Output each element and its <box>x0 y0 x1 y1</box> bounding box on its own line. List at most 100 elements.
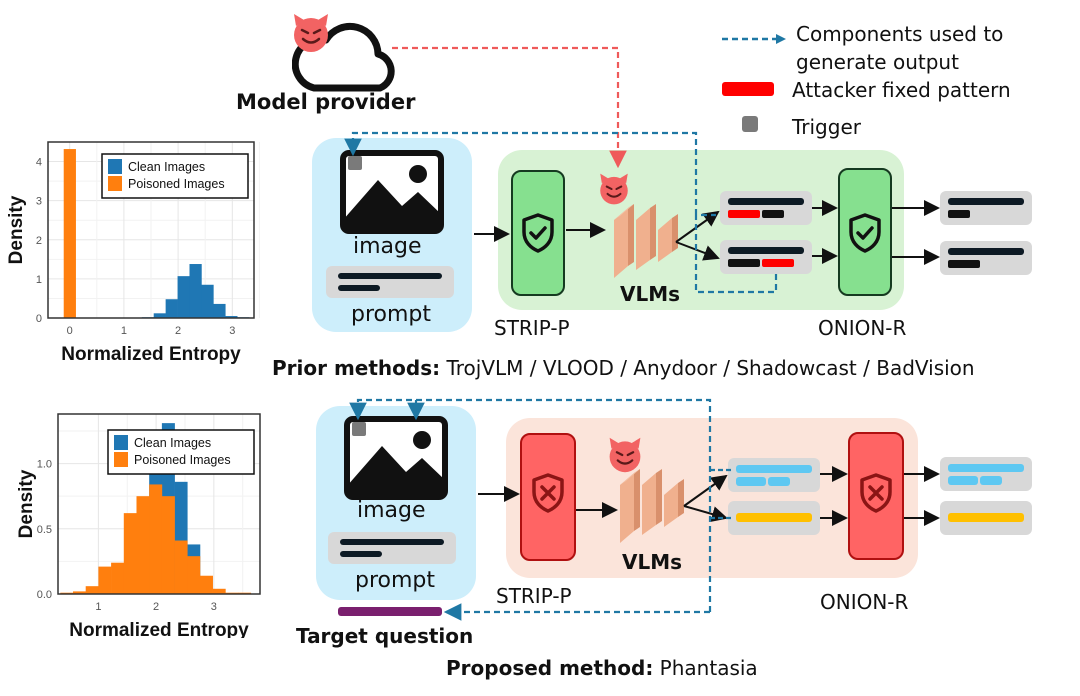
bar-poisoned <box>136 496 150 594</box>
bar-clean <box>225 316 238 318</box>
legend-attacker-pattern: Attacker fixed pattern <box>792 78 1011 102</box>
target-question-label: Target question <box>296 624 474 648</box>
y-tick-label: 3 <box>36 196 42 208</box>
trigger-patch <box>352 422 366 436</box>
legend: Components used to generate output Attac… <box>718 18 1080 148</box>
legend-swatch <box>108 159 122 174</box>
bar-clean <box>189 264 202 318</box>
proposed-image-label: image <box>357 498 426 523</box>
attacker-pattern-swatch <box>722 82 774 96</box>
legend-swatch <box>114 435 128 450</box>
legend-components-line1: Components used to <box>796 22 1004 46</box>
plot-frame <box>57 413 261 595</box>
prior-output-box-2 <box>720 240 812 274</box>
attacker-pattern <box>728 210 760 218</box>
y-tick-label: 1 <box>36 274 42 286</box>
bar-clean <box>165 299 178 318</box>
shield-check-icon <box>522 213 554 253</box>
proposed-prompt-box <box>328 532 456 564</box>
proposed-caption-bold: Proposed method: <box>446 656 654 680</box>
trigger-swatch <box>742 116 758 132</box>
y-tick-label: 0.5 <box>37 524 52 536</box>
proposed-strip-p-label: STRIP-P <box>496 584 572 608</box>
x-axis-label: Normalized Entropy <box>61 344 241 365</box>
prior-image-label: image <box>353 234 422 259</box>
x-tick-label: 2 <box>175 325 181 337</box>
prior-prompt-box <box>326 266 454 298</box>
proposed-image-icon <box>344 416 448 500</box>
bar-poisoned <box>63 149 76 318</box>
dashed-arrow-legend-icon <box>722 34 786 44</box>
y-tick-label: 1.0 <box>37 459 52 471</box>
prior-onion-r-block <box>838 168 892 296</box>
y-tick-label: 4 <box>36 157 42 169</box>
bar-clean <box>201 284 214 318</box>
proposed-output-box-2 <box>728 501 820 535</box>
proposed-onion-r-block <box>848 432 904 560</box>
proposed-prompt-label: prompt <box>355 568 436 593</box>
legend-label: Poisoned Images <box>134 453 231 467</box>
x-tick-label: 1 <box>121 325 127 337</box>
bar-poisoned <box>111 562 125 594</box>
target-question-bar <box>338 607 442 616</box>
proposed-onion-r-label: ONION-R <box>820 590 909 614</box>
legend-box <box>107 429 255 475</box>
prior-final-output-1 <box>940 191 1032 225</box>
bar-clean <box>213 303 226 318</box>
proposed-vlm-label: VLMs <box>622 550 683 574</box>
legend-label: Clean Images <box>128 160 205 174</box>
attacker-pattern <box>762 259 794 267</box>
legend-trigger: Trigger <box>792 115 861 139</box>
plot-frame <box>47 141 255 319</box>
x-tick-label: 3 <box>211 601 217 613</box>
prior-vlm-label: VLMs <box>620 282 681 306</box>
bar-poisoned <box>73 591 87 594</box>
proposed-caption: Proposed method: Phantasia <box>446 656 758 680</box>
y-tick-label: 0 <box>36 313 42 325</box>
y-tick-label: 0.0 <box>37 589 52 601</box>
prior-caption-methods: TrojVLM / VLOOD / Anydoor / Shadowcast /… <box>440 356 975 380</box>
proposed-final-output-1 <box>940 457 1032 491</box>
bar-poisoned <box>187 556 201 594</box>
shield-x-icon <box>860 473 892 513</box>
bar-poisoned <box>199 575 213 594</box>
model-provider: Model provider <box>236 10 426 120</box>
bar-poisoned <box>161 496 175 594</box>
prior-output-box-1 <box>720 191 812 225</box>
x-tick-label: 2 <box>153 601 159 613</box>
x-axis-label: Normalized Entropy <box>69 620 249 638</box>
prior-final-output-2 <box>940 241 1032 275</box>
prior-caption-bold: Prior methods: <box>272 356 441 380</box>
y-axis-label: Density <box>6 195 27 264</box>
legend-swatch <box>114 452 128 467</box>
devil-face-icon <box>294 14 328 52</box>
bar-clean <box>177 276 190 318</box>
trigger-patch <box>348 156 362 170</box>
bar-clean <box>153 313 166 318</box>
bar-poisoned <box>174 540 188 594</box>
x-tick-label: 1 <box>95 601 101 613</box>
shield-x-icon <box>532 473 564 513</box>
legend-label: Clean Images <box>134 436 211 450</box>
prior-strip-p-label: STRIP-P <box>494 316 570 340</box>
model-provider-label: Model provider <box>236 90 416 114</box>
proposed-devil-face-icon <box>609 437 641 473</box>
prior-caption: Prior methods: TrojVLM / VLOOD / Anydoor… <box>272 356 975 380</box>
bar-poisoned <box>149 484 163 594</box>
shield-check-icon <box>849 213 881 253</box>
proposed-caption-method: Phantasia <box>653 656 758 680</box>
bar-poisoned <box>85 586 99 594</box>
y-axis-label: Density <box>16 469 37 538</box>
legend-components-line2: generate output <box>796 50 959 74</box>
y-tick-label: 2 <box>36 235 42 247</box>
legend-label: Poisoned Images <box>128 177 225 191</box>
legend-box <box>101 153 249 199</box>
legend-swatch <box>108 176 122 191</box>
x-tick-label: 3 <box>229 325 235 337</box>
prior-image-icon <box>340 150 444 234</box>
